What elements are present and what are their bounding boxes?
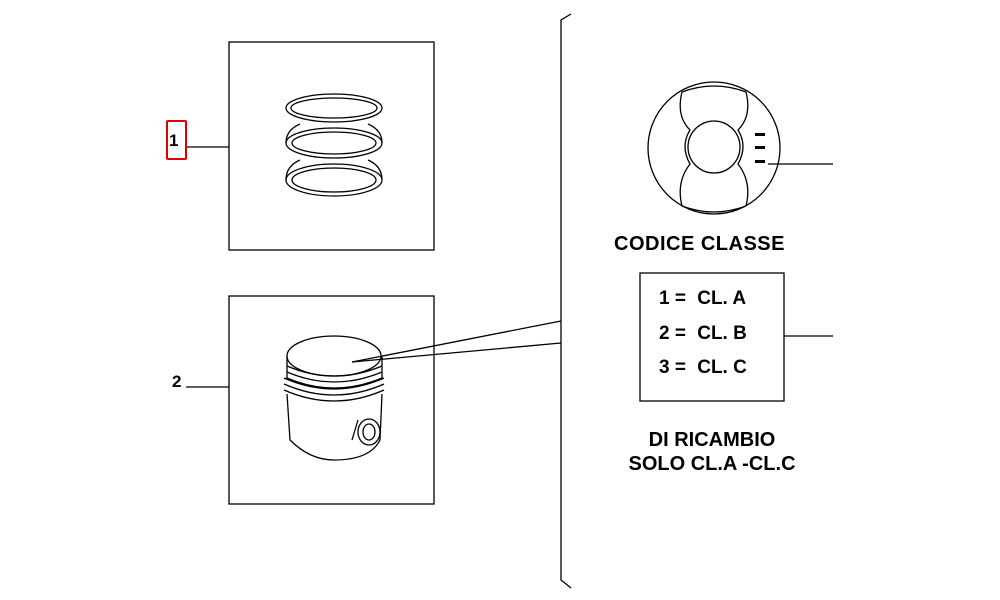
legend-entry-code: 3 = bbox=[659, 357, 686, 378]
legend-entry-value: CL. C bbox=[697, 357, 747, 378]
callout-2-label[interactable]: 2 bbox=[172, 372, 182, 391]
group-bracket bbox=[560, 13, 572, 589]
legend-entry-2: 2 = CL. B bbox=[659, 323, 747, 345]
spare-parts-note: DI RICAMBIO SOLO CL.A -CL.C bbox=[606, 428, 818, 476]
part-1-frame bbox=[228, 41, 435, 251]
legend-entry-3: 3 = CL. C bbox=[659, 357, 747, 379]
legend-entry-value: CL. B bbox=[697, 323, 747, 344]
piston-crown-class-mark-icon bbox=[647, 81, 833, 215]
callout-1-highlight[interactable] bbox=[166, 120, 187, 160]
legend-entry-code: 1 = bbox=[659, 288, 686, 309]
legend-heading: CODICE CLASSE bbox=[614, 233, 785, 255]
piston-icon bbox=[283, 335, 385, 461]
piston-rings-icon bbox=[285, 93, 383, 197]
legend-entry-code: 2 = bbox=[659, 323, 686, 344]
crown-pointer-top bbox=[351, 320, 562, 363]
crown-pointer-bottom bbox=[351, 342, 562, 363]
legend-entry-value: CL. A bbox=[697, 288, 747, 309]
class-mark-dashes bbox=[755, 133, 765, 163]
legend-frame bbox=[639, 272, 785, 402]
note-line-1: DI RICAMBIO bbox=[648, 429, 776, 451]
legend-entry-1: 1 = CL. A bbox=[659, 288, 746, 310]
part-2-frame bbox=[228, 295, 435, 505]
callout-1-label[interactable]: 1 bbox=[169, 131, 179, 150]
note-line-2: SOLO CL.A -CL.C bbox=[628, 453, 796, 475]
